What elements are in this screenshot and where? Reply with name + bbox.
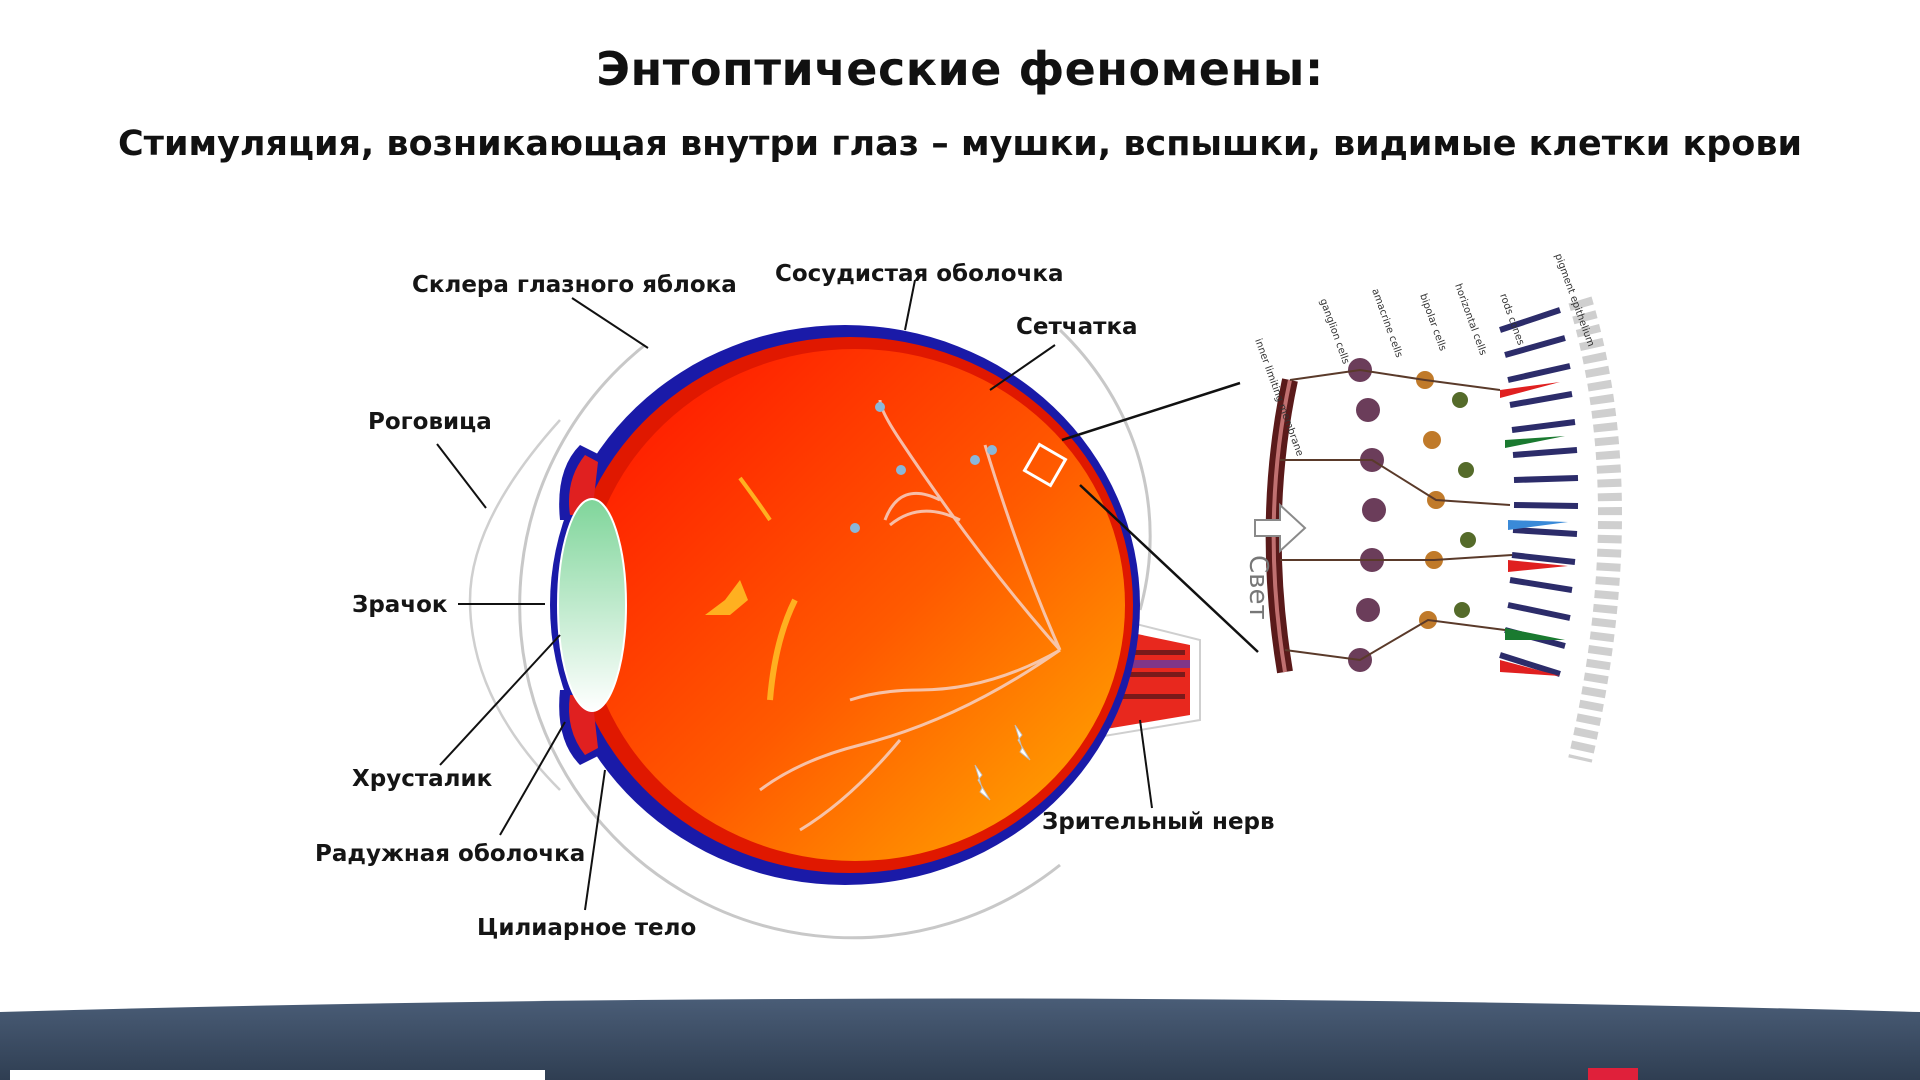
label-optic-nerve: Зрительный нерв — [1042, 809, 1275, 835]
label-ciliary-body: Цилиарное тело — [477, 915, 696, 941]
cell-label-horizontal: horizontal cells — [1452, 282, 1488, 357]
footer-band — [0, 999, 1920, 1080]
retina-cross-section: Свет inner limiting membrane ganglion ce… — [1243, 252, 1610, 760]
label-sclera: Склера глазного яблока — [412, 272, 737, 298]
cell-label-ganglion: ganglion cells — [1317, 297, 1351, 365]
label-choroid: Сосудистая оболочка — [775, 261, 1064, 287]
label-lens: Хрусталик — [352, 766, 493, 792]
cell-label-rods-cones: rods cones — [1497, 292, 1526, 347]
light-label: Свет — [1243, 555, 1273, 620]
footer-white-strip — [10, 1070, 545, 1080]
vitreous-body — [585, 349, 1125, 861]
label-pupil: Зрачок — [352, 592, 448, 618]
label-iris: Радужная оболочка — [315, 841, 585, 867]
cell-label-bipolar: bipolar cells — [1417, 292, 1448, 352]
cell-label-amacrine: amacrine cells — [1369, 287, 1404, 359]
footer-logo-mark — [1588, 1068, 1638, 1080]
lens — [558, 499, 626, 711]
label-retina: Сетчатка — [1016, 314, 1138, 340]
label-cornea: Роговица — [368, 409, 492, 435]
light-arrow-icon — [1255, 505, 1305, 551]
